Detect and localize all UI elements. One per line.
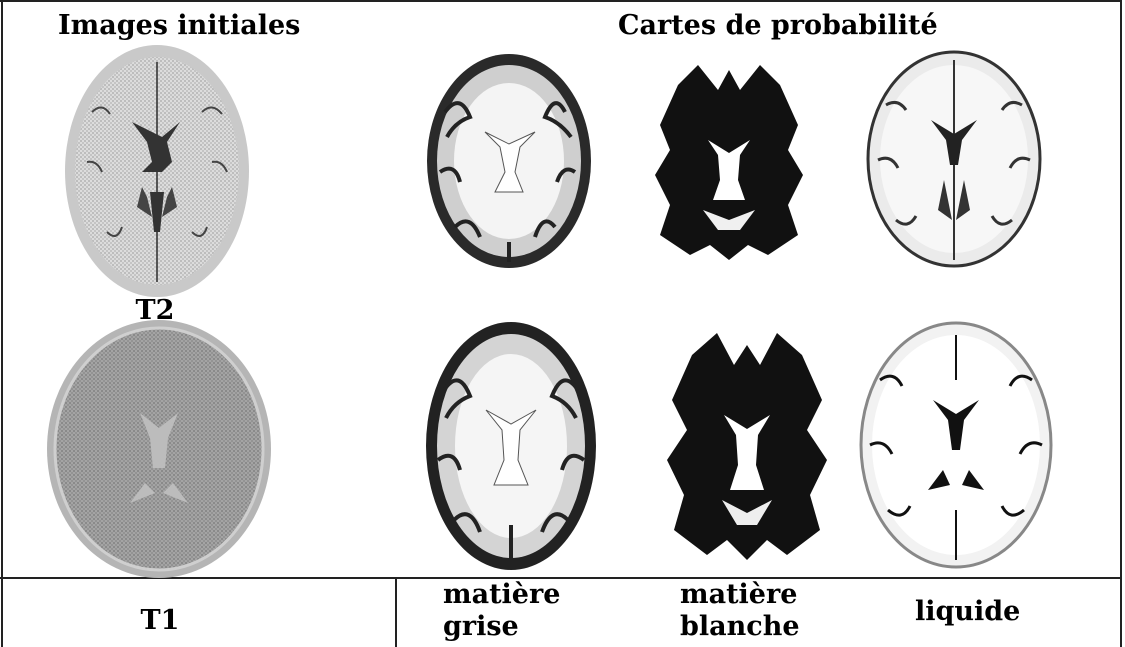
csf-map-bottom [859, 321, 1053, 569]
grey-matter-map-bottom [426, 322, 596, 570]
csf-map-top [866, 50, 1042, 268]
t1-scan [47, 320, 271, 578]
figure-frame-top [0, 0, 1122, 2]
label-csf: liquide [915, 596, 1021, 627]
white-matter-map-bottom [667, 333, 827, 560]
heading-initial-images: Images initiales [58, 10, 301, 41]
figure-frame-divider [0, 577, 1122, 579]
grey-matter-map-top [427, 54, 591, 268]
label-grey-matter-line2: grise [443, 611, 519, 642]
figure-frame-left [1, 0, 3, 647]
t2-scan [65, 45, 249, 297]
label-white-matter-line2: blanche [680, 611, 800, 642]
label-t1: T1 [140, 605, 180, 636]
label-white-matter-line1: matière [680, 579, 798, 610]
heading-probability-maps: Cartes de probabilité [618, 10, 938, 41]
figure-frame-stub [395, 578, 397, 647]
white-matter-map-top [655, 65, 803, 260]
label-grey-matter-line1: matière [443, 579, 561, 610]
figure-frame-right [1120, 0, 1122, 647]
